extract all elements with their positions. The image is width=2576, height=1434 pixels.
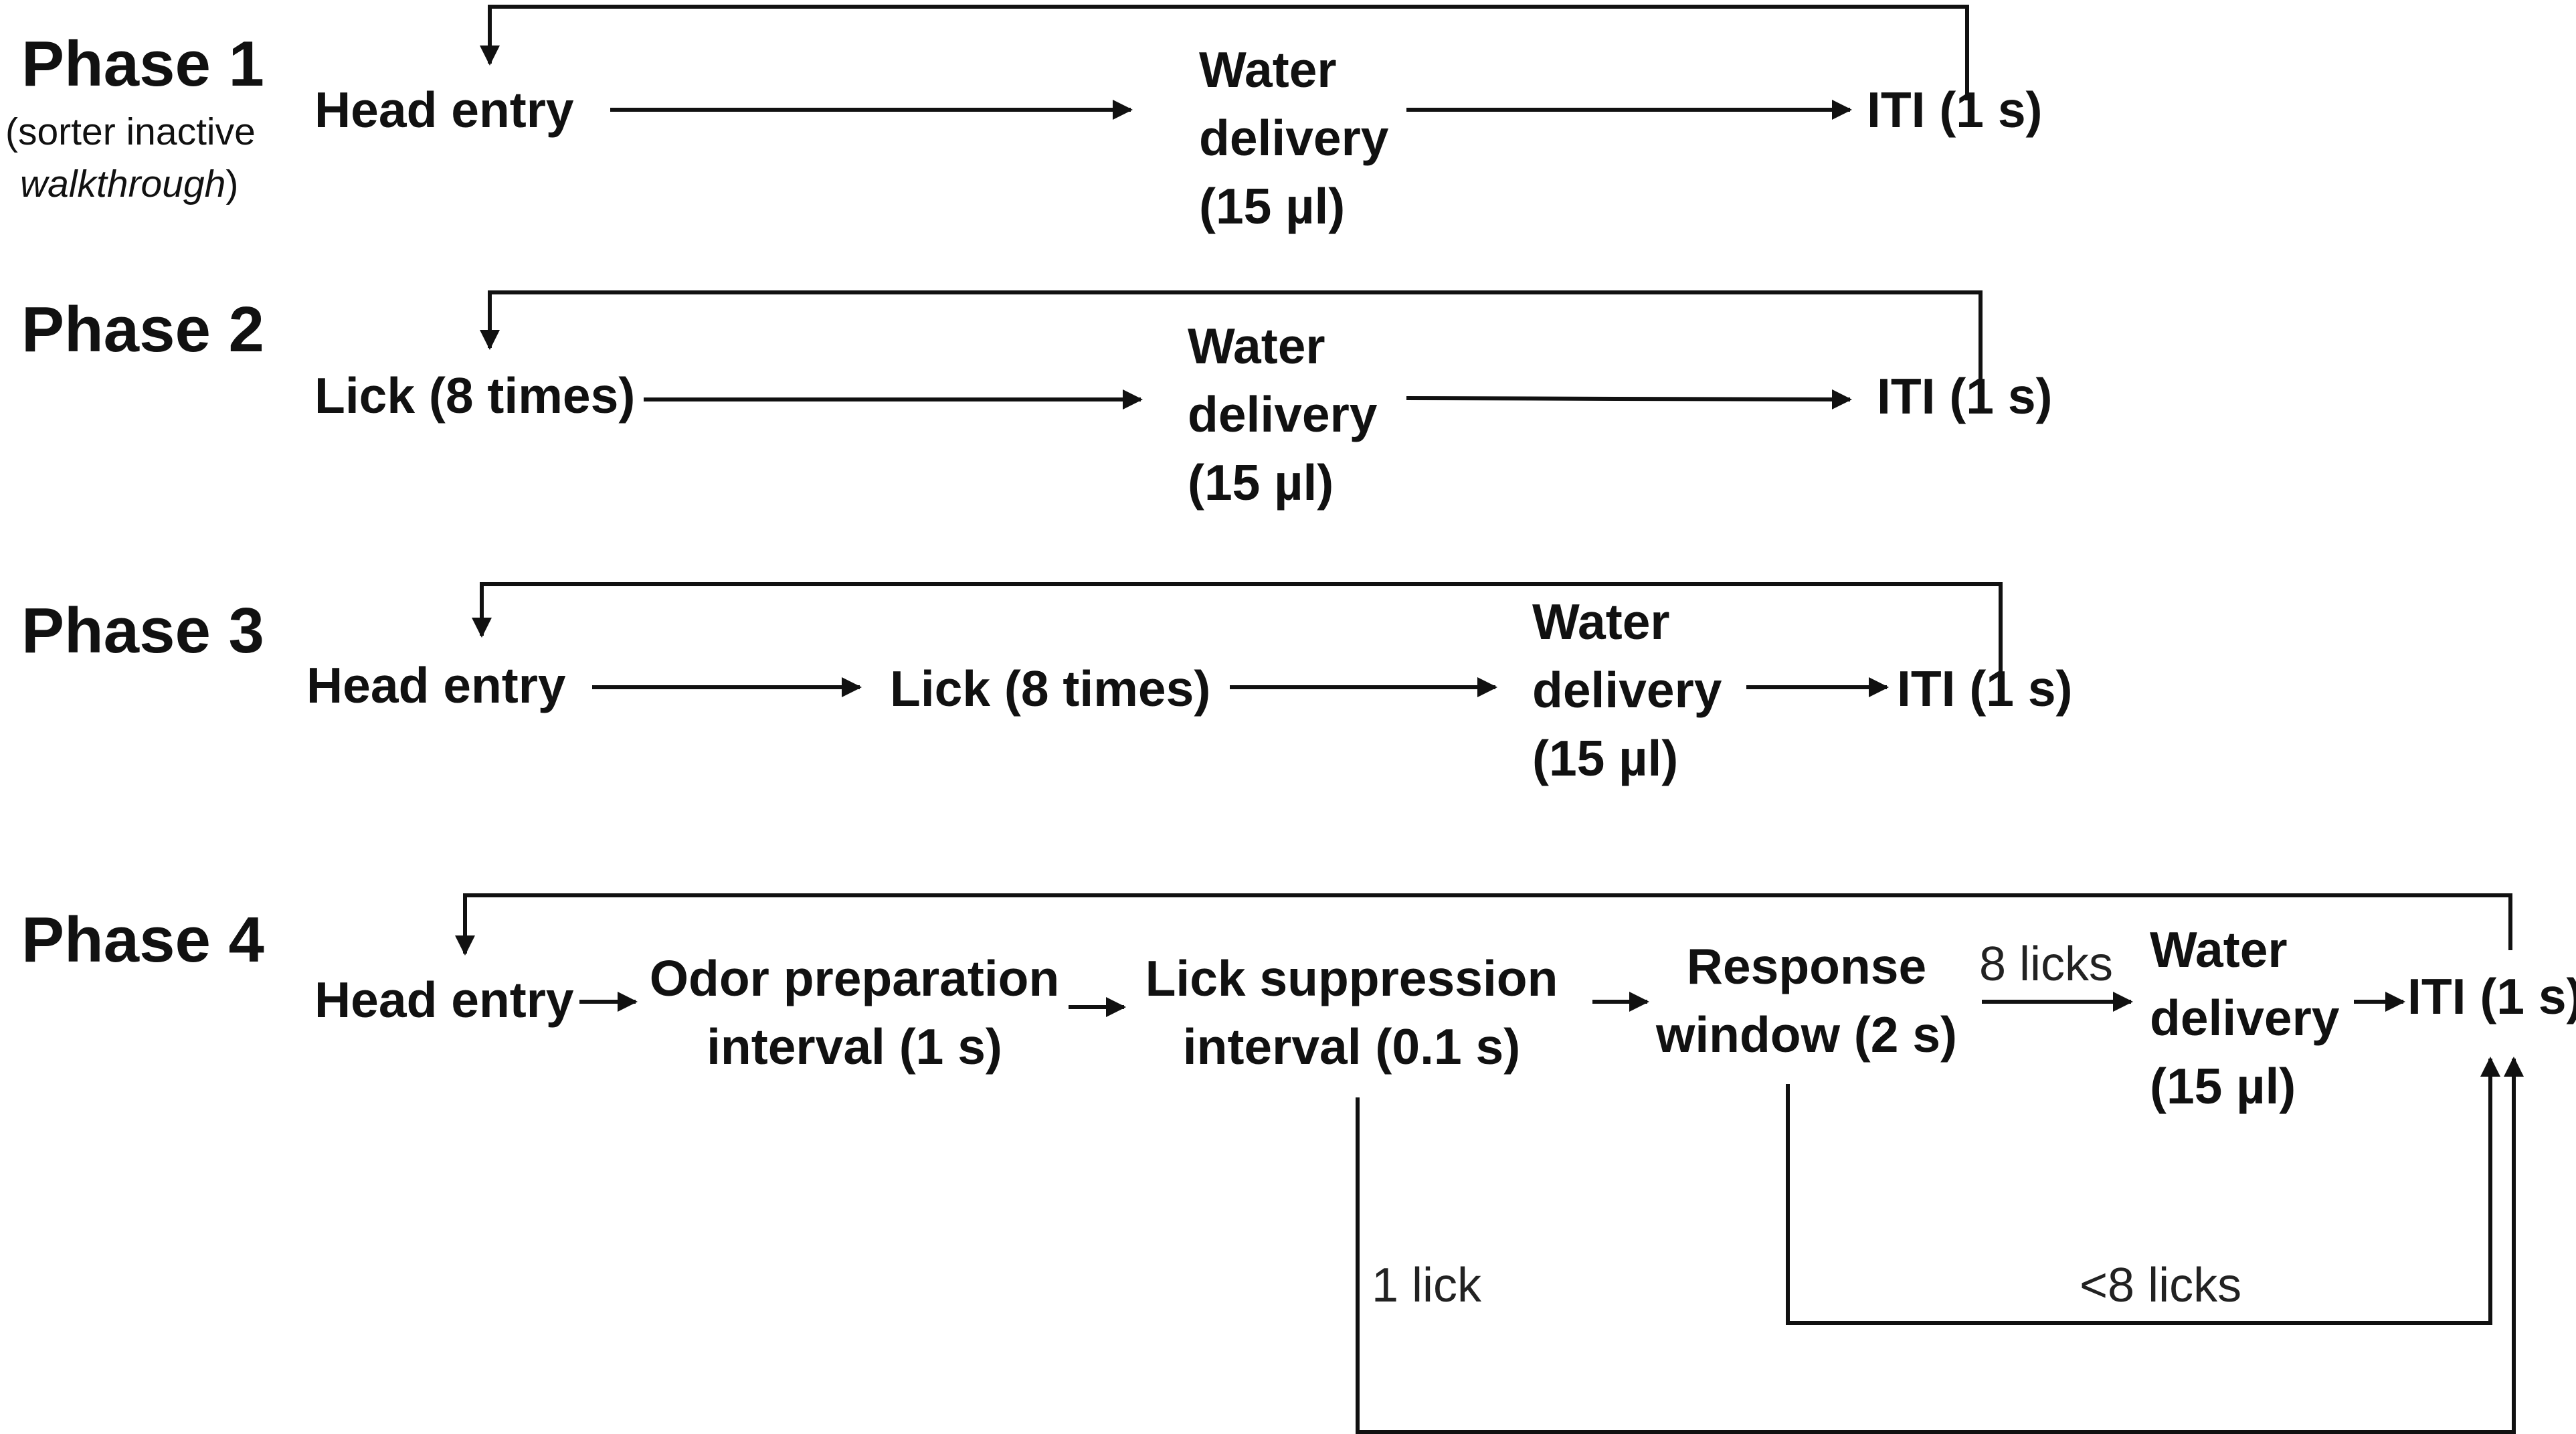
- phase-2-label: Phase 2: [21, 294, 264, 365]
- phase-4-fail-suppression-arrow: [1356, 1057, 2524, 1434]
- phase-1-water-line-2: delivery: [1199, 110, 1389, 166]
- phase-4-fail-response-arrow: [1786, 1057, 2500, 1325]
- phase-4-step-response-window: Response window (2 s): [1655, 938, 1957, 1063]
- phase-2-step-water-delivery: Water delivery (15 µl): [1188, 318, 1378, 511]
- phase-1-step-water-delivery: Water delivery (15 µl): [1199, 41, 1389, 234]
- phase-4-branch-lt-8-licks: <8 licks: [2080, 1259, 2241, 1312]
- phase-2-water-line-2: delivery: [1188, 386, 1378, 442]
- phase-1-label: Phase 1: [21, 28, 264, 100]
- phase-4-odor-line-2: interval (1 s): [707, 1018, 1002, 1075]
- phase-1-group: Phase 1 (sorter inactive walkthrough) He…: [5, 5, 2043, 234]
- phase-3-step-water-delivery: Water delivery (15 µl): [1532, 594, 1722, 786]
- phase-4-response-line-2: window (2 s): [1655, 1006, 1957, 1063]
- phase-4-water-line-2: delivery: [2150, 990, 2340, 1046]
- phase-1-step-iti: ITI (1 s): [1867, 82, 2043, 138]
- phase-1-water-line-1: Water: [1199, 41, 1337, 98]
- phase-4-water-line-3: (15 µl): [2150, 1058, 2296, 1114]
- phase-4-branch-8-licks: 8 licks: [1979, 937, 2113, 991]
- phase-3-water-line-3: (15 µl): [1532, 730, 1678, 786]
- phase-3-label: Phase 3: [21, 595, 264, 666]
- phase-3-loop-arrow: [472, 582, 2003, 676]
- phase-1-water-line-3: (15 µl): [1199, 178, 1345, 234]
- phase-3-step-iti: ITI (1 s): [1897, 660, 2073, 717]
- phase-3-water-line-1: Water: [1532, 594, 1670, 650]
- phase-2-group: Phase 2 Lick (8 times) Water delivery (1…: [21, 290, 2053, 511]
- phase-4-group: Phase 4 Head entry Odor preparation inte…: [21, 893, 2576, 1434]
- phase-2-step-iti: ITI (1 s): [1877, 368, 2053, 424]
- phase-1-loop-arrow: [480, 5, 1969, 100]
- phase-4-label: Phase 4: [21, 904, 264, 976]
- phase-4-step-iti: ITI (1 s): [2407, 968, 2576, 1024]
- phase-2-loop-arrow: [480, 290, 1983, 388]
- phase-4-odor-line-1: Odor preparation: [650, 950, 1060, 1006]
- phase-4-suppression-line-1: Lick suppression: [1145, 950, 1558, 1006]
- phase-4-step-water-delivery: Water delivery (15 µl): [2150, 921, 2340, 1114]
- phase-3-group: Phase 3 Head entry Lick (8 times) Water …: [21, 582, 2073, 786]
- phase-1-note-italic: walkthrough: [20, 163, 225, 205]
- phase-1-note-line-1: (sorter inactive: [5, 110, 256, 153]
- phase-4-step-odor-preparation: Odor preparation interval (1 s): [650, 950, 1060, 1075]
- phase-2-water-line-1: Water: [1188, 318, 1325, 374]
- phase-4-branch-1-lick: 1 lick: [1372, 1259, 1482, 1312]
- phase-1-note-suffix: ): [225, 163, 238, 205]
- phase-3-step-lick-8-times: Lick (8 times): [890, 660, 1210, 717]
- phase-2-step-lick-8-times: Lick (8 times): [314, 367, 635, 424]
- phase-4-step-head-entry: Head entry: [314, 972, 574, 1028]
- phase-4-suppression-line-2: interval (0.1 s): [1183, 1018, 1520, 1075]
- phase-2-arrow-water-to-iti: [1406, 389, 1852, 410]
- phase-4-loop-arrow: [455, 893, 2512, 956]
- phase-4-response-line-1: Response: [1687, 938, 1926, 994]
- phase-3-step-head-entry: Head entry: [306, 657, 566, 713]
- phase-4-step-lick-suppression: Lick suppression interval (0.1 s): [1145, 950, 1558, 1075]
- phase-3-water-line-2: delivery: [1532, 662, 1722, 718]
- phase-4-water-line-1: Water: [2150, 921, 2288, 978]
- phase-1-step-head-entry: Head entry: [314, 82, 574, 138]
- phase-1-note-line-2: walkthrough): [20, 163, 238, 205]
- phase-2-water-line-3: (15 µl): [1188, 454, 1333, 511]
